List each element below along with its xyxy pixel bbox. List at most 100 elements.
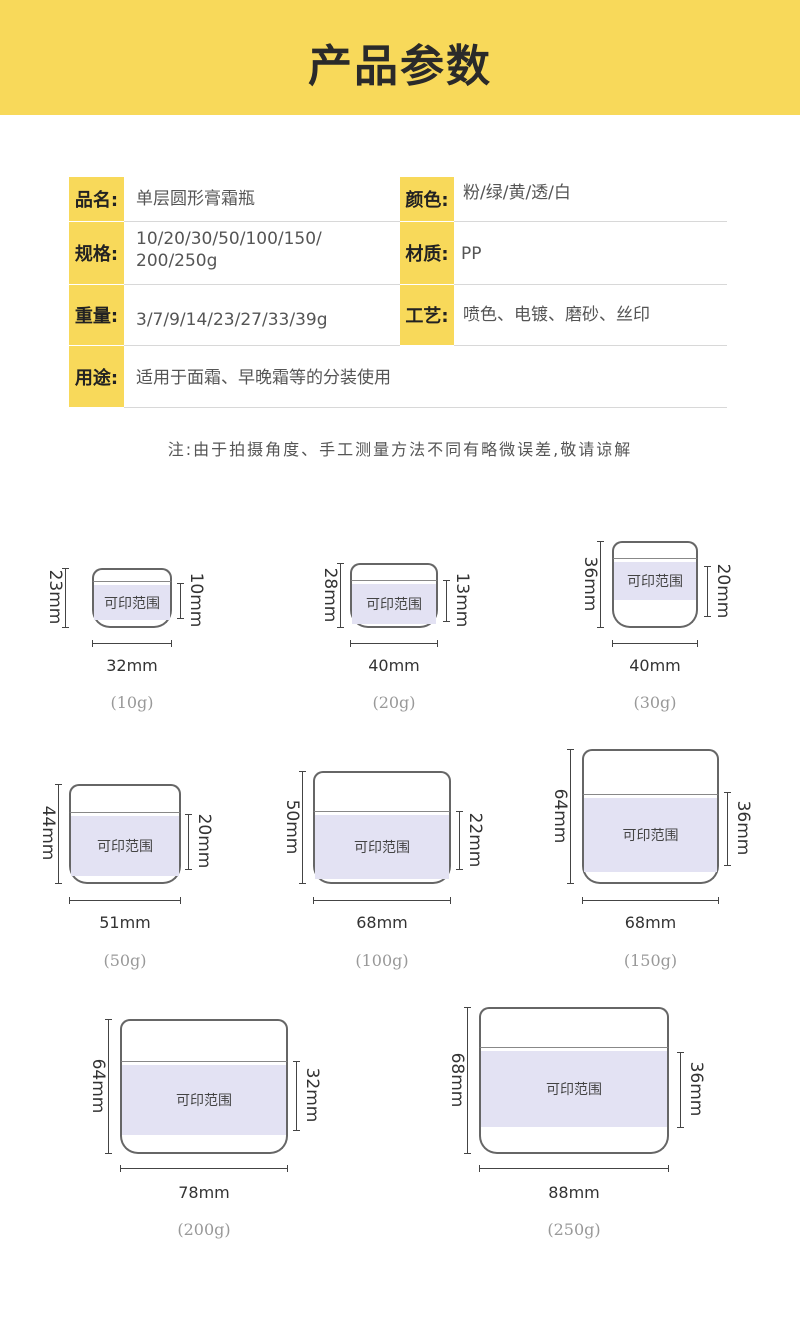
capacity-label: (150g) [623,951,678,970]
height-dimension-line [597,541,604,628]
jar-lid [120,1019,288,1061]
print-area-label: 可印范围 [354,840,410,856]
page-title: 产品参数 [308,41,492,92]
print-area-label: 可印范围 [546,1082,602,1098]
width-label: 32mm [106,656,158,675]
label-name: 品名: [69,177,124,221]
height-dimension-line [337,563,344,628]
value-use: 适用于面霜、早晚霜等的分装使用 [136,368,391,388]
capacity-label: (30g) [633,693,677,712]
value-size-line1: 10/20/30/50/100/150/ [136,229,322,249]
print-area-band: 可印范围 [614,562,696,600]
height-label: 64mm [550,788,570,843]
print-height-label: 10mm [186,572,206,628]
print-height-label: 13mm [452,572,472,628]
height-dimension-line [299,771,306,884]
row-divider [124,345,400,346]
height-label: 36mm [580,556,600,611]
label-size: 规格: [69,222,124,284]
width-label: 51mm [99,913,151,932]
width-label: 78mm [178,1183,230,1202]
row-divider [454,284,727,285]
row-divider [454,221,727,222]
capacity-label: (20g) [372,693,416,712]
capacity-label: (10g) [110,693,154,712]
value-weight: 3/7/9/14/23/27/33/39g [136,310,328,330]
print-area-label: 可印范围 [97,839,153,855]
jar-lid [313,771,451,811]
print-area-label: 可印范围 [627,574,683,590]
width-label: 88mm [548,1183,600,1202]
print-dimension-line [704,566,711,617]
value-size: 10/20/30/50/100/150/ 200/250g [136,228,386,280]
capacity-label: (250g) [547,1220,601,1239]
value-color: 粉/绿/黄/透/白 [463,183,571,203]
print-dimension-line [185,814,192,870]
disclaimer-note: 注:由于拍摄角度、手工测量方法不同有略微误差,敬请谅解 [167,440,633,459]
print-height-label: 20mm [194,813,214,869]
width-dimension-line [612,640,698,647]
width-dimension-line [120,1165,288,1172]
height-label: 64mm [88,1058,108,1113]
height-label: 50mm [282,799,302,854]
height-label: 68mm [447,1052,467,1107]
print-height-label: 22mm [465,812,485,867]
print-height-label: 32mm [302,1067,322,1123]
print-dimension-line [293,1061,300,1131]
value-craft: 喷色、电镀、磨砂、丝印 [463,305,650,325]
print-area-label: 可印范围 [366,597,422,613]
print-area-label: 可印范围 [622,828,679,844]
header-banner [0,0,800,115]
row-divider [124,407,727,408]
label-use: 用途: [69,346,124,407]
label-material: 材质: [400,222,454,284]
print-dimension-line [456,811,463,870]
print-area-label: 可印范围 [104,595,160,612]
width-label: 68mm [356,913,408,932]
width-dimension-line [350,640,438,647]
row-divider [124,221,400,222]
print-area-band: 可印范围 [71,816,179,876]
print-height-label: 20mm [713,563,733,618]
print-area-band: 可印范围 [315,815,449,879]
print-dimension-line [677,1052,684,1128]
height-dimension-line [105,1019,112,1154]
print-area-band: 可印范围 [584,798,717,872]
width-dimension-line [479,1165,669,1172]
width-dimension-line [92,640,172,647]
print-area-band: 可印范围 [122,1065,286,1135]
print-area-band: 可印范围 [481,1051,667,1127]
print-dimension-line [177,583,184,619]
width-dimension-line [69,897,181,904]
capacity-label: (200g) [177,1220,231,1239]
value-size-line2: 200/250g [136,251,218,271]
height-label: 44mm [38,805,58,861]
width-label: 68mm [624,913,677,932]
jar-lid [612,541,698,558]
print-dimension-line [724,792,731,866]
width-label: 40mm [629,656,681,675]
height-label: 23mm [45,569,65,625]
height-dimension-line [464,1007,471,1154]
print-height-label: 36mm [686,1061,706,1117]
label-craft: 工艺: [400,285,454,345]
print-area-band: 可印范围 [94,585,170,620]
width-dimension-line [582,897,719,904]
jar-lid [582,749,719,794]
width-label: 40mm [368,656,420,675]
value-name: 单层圆形膏霜瓶 [136,189,255,209]
capacity-label: (100g) [355,951,409,970]
row-divider [454,345,727,346]
print-area-band: 可印范围 [352,584,436,624]
label-weight: 重量: [69,285,124,345]
height-dimension-line [55,784,62,884]
jar-lid [479,1007,669,1047]
row-divider [124,284,400,285]
height-dimension-line [567,749,574,884]
value-material: PP [461,244,482,264]
label-color: 颜色: [400,177,454,221]
height-dimension-line [62,568,69,628]
jar-lid [69,784,181,812]
print-dimension-line [443,580,450,622]
jar-lid [350,563,438,580]
